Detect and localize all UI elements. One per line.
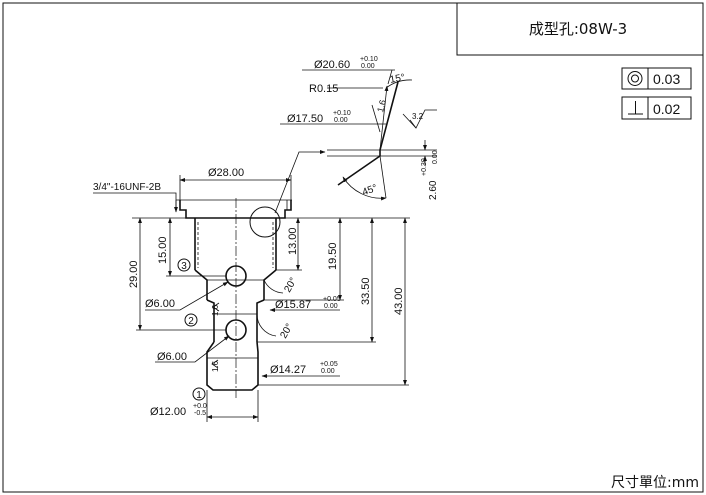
- detail-dia-seat-tol-upper: +0.10: [333, 110, 351, 117]
- dim-1950: 19.50: [327, 242, 339, 270]
- concentricity-frame: 0.03: [621, 67, 692, 90]
- detail-depth-tol-lower: 0.00: [432, 150, 439, 164]
- detail-depth: 2.60: [428, 180, 439, 200]
- angle-20-upper: 20°: [282, 276, 299, 295]
- concentricity-value: 0.03: [653, 71, 680, 87]
- dim-3350: 33.50: [360, 277, 372, 305]
- dia-1587-tol-upper: +0.05: [323, 296, 341, 303]
- dia-6-upper: Ø6.00: [145, 298, 175, 310]
- rough-upper-symbol: [212, 302, 220, 312]
- detail-rough-16: 1.6: [375, 99, 388, 114]
- detail-angle-15: 15°: [389, 72, 406, 85]
- detail-dia-top: Ø20.60: [314, 59, 350, 71]
- detail-dia-top-tol-lower: 0.00: [361, 63, 375, 70]
- dia-12: Ø12.00: [150, 406, 186, 418]
- dim-29: 29.00: [128, 260, 140, 288]
- detail-profile: [337, 81, 399, 186]
- angle-20-lower: 20°: [278, 322, 295, 341]
- dia-6-lower: Ø6.00: [157, 351, 187, 363]
- perpendicularity-value: 0.02: [653, 101, 680, 117]
- title-block-frame: [456, 3, 703, 56]
- perpendicularity-frame: 0.02: [621, 96, 692, 120]
- rough-upper: 1.6: [211, 304, 220, 316]
- detail-rough-32: 3.2: [412, 112, 424, 121]
- detail-depth-tol-upper: +0.30: [421, 158, 428, 176]
- port-2-label: 2: [188, 316, 194, 327]
- dimensions: Ø28.00 3/4"-16UNF-2B 15.00 29.00 13.00 1…: [93, 167, 410, 422]
- title-text: 成型孔:08W-3: [529, 20, 627, 38]
- thread-label: 3/4"-16UNF-2B: [93, 182, 161, 193]
- detail-leader: [274, 150, 326, 214]
- units-note: 尺寸單位:mm: [611, 475, 699, 491]
- dim-15: 15.00: [157, 236, 169, 264]
- detail-dia-seat: Ø17.50: [287, 113, 323, 125]
- detail-dia-seat-tol-lower: 0.00: [334, 117, 348, 124]
- dim-dia-28: Ø28.00: [208, 167, 244, 179]
- detail-angle-45: 45°: [361, 183, 379, 199]
- dia-1427-tol-lower: 0.00: [321, 368, 335, 375]
- dia-1587: Ø15.87: [275, 299, 311, 311]
- port-3-label: 3: [181, 261, 187, 272]
- detail-radius: R0.15: [309, 83, 338, 95]
- detail-view: Ø20.60 +0.10 0.00 15° R0.15 1.6 3.2 Ø17.…: [280, 56, 439, 201]
- detail-callout-circle: [249, 206, 281, 238]
- dim-43: 43.00: [393, 287, 405, 315]
- port-1-label: 1: [196, 390, 202, 401]
- dia-12-tol-upper: +0.0: [193, 403, 207, 410]
- dim-13: 13.00: [287, 227, 299, 255]
- perpendicularity-icon: [628, 101, 643, 115]
- detail-dia-top-tol-upper: +0.10: [360, 56, 378, 63]
- concentricity-icon: [627, 71, 643, 86]
- dia-12-tol-lower: -0.5: [194, 410, 206, 417]
- dia-1587-tol-lower: 0.00: [324, 303, 338, 310]
- roughness-symbol-32: [409, 109, 437, 129]
- dia-1427-tol-upper: +0.05: [320, 361, 338, 368]
- dia-1427: Ø14.27: [270, 364, 306, 376]
- rough-lower-symbol: [211, 359, 219, 369]
